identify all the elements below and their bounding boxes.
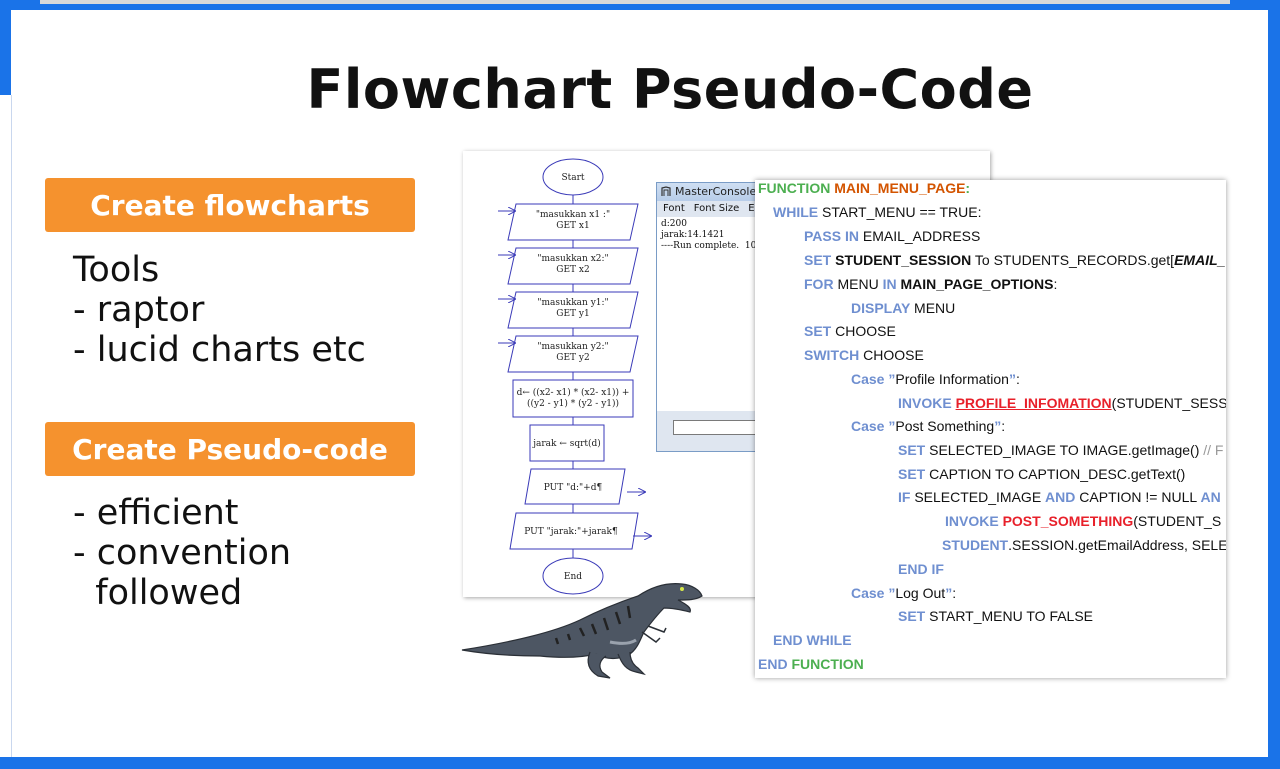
top-strip [40,0,1230,4]
top-accent-bar [0,0,1280,10]
flowchart-label: Start [561,173,584,183]
menu-edit[interactable]: E [748,203,755,214]
code-line: WHILE START_MENU == TRUE: [773,204,982,220]
code-line: END WHILE [773,632,852,648]
dinosaur-icon [461,583,703,679]
code-line: STUDENT.SESSION.getEmailAddress, SELE [942,537,1226,553]
list-item: - lucid charts etc [73,330,366,370]
code-line: INVOKE PROFILE_INFOMATION(STUDENT_SESS [898,395,1226,411]
flowchart-label: "masukkan x2:" [537,254,608,264]
console-menubar: Font Font Size E [657,201,760,217]
console-app-icon [661,186,671,196]
code-line: SET CAPTION TO CAPTION_DESC.getText() [898,466,1186,482]
code-line: INVOKE POST_SOMETHING(STUDENT_S [945,513,1222,529]
flowchart-label: GET y1 [556,309,589,319]
flowchart-label: GET y2 [556,353,589,363]
code-line: DISPLAY MENU [851,300,956,316]
code-line: Case ”Log Out”: [851,585,957,601]
code-line: FUNCTION MAIN_MENU_PAGE: [758,180,971,196]
flowchart-output-node [509,512,639,550]
code-line: Case ”Profile Information”: [851,371,1020,387]
console-line: d:200 [661,219,687,229]
flowchart-process-node [529,424,605,462]
slide-title: Flowchart Pseudo-Code [306,58,1034,121]
pseudocode-listing: FUNCTION MAIN_MENU_PAGE: WHILE START_MEN… [755,180,1226,678]
left-accent-bar [0,0,11,95]
console-titlebar: MasterConsole [657,183,760,201]
flowchart-output-node [524,468,626,505]
flowchart-diagram: Start "masukkan x1 :" GET x1 "masukkan x… [498,158,990,595]
code-line: SET STUDENT_SESSION To STUDENTS_RECORDS.… [804,252,1226,268]
code-line: PASS IN EMAIL_ADDRESS [804,228,981,244]
flowchart-input-node [507,247,639,285]
code-line: END IF [898,561,944,577]
flowchart-label: jarak ← sqrt(d) [532,438,601,449]
flowchart-process-node [512,379,634,418]
code-line: IF SELECTED_IMAGE AND CAPTION != NULL AN [898,489,1221,505]
flowchart-label: ((y2 - y1) * (y2 - y1)) [527,398,619,409]
flowchart-label: End [564,572,582,582]
list-item: followed [73,573,243,613]
flowchart-label: "masukkan y1:" [537,298,608,308]
flowchart-input-node [507,291,639,329]
flowchart-label: PUT "d:"+d¶ [544,483,603,493]
list-item: - convention [73,533,292,573]
code-line: SWITCH CHOOSE [804,347,924,363]
code-line: END FUNCTION [758,656,864,672]
menu-font-size[interactable]: Font Size [693,203,740,214]
console-input[interactable] [673,420,761,435]
flowchart-start-node [542,158,604,196]
flowchart-label: "masukkan x1 :" [536,210,610,220]
code-line: SET CHOOSE [804,323,896,339]
pseudocode-points-list: - efficient- convention followed [73,493,291,613]
list-item: - efficient [73,493,239,533]
list-item: Tools [73,250,160,290]
console-line: jarak:14.1421 [661,230,725,240]
code-line: FOR MENU IN MAIN_PAGE_OPTIONS: [804,276,1058,292]
left-divider [11,95,12,757]
code-line: SET START_MENU TO FALSE [898,608,1094,624]
flowchart-tools-list: Tools- raptor- lucid charts etc [73,250,366,370]
list-item: - raptor [73,290,205,330]
flowchart-label: d← ((x2- x1) * (x2- x1)) + [517,387,630,398]
flowchart-label: PUT "jarak:"+jarak¶ [524,527,618,537]
flowchart-end-node [542,557,604,595]
flowchart-label: "masukkan y2:" [537,342,608,352]
menu-font[interactable]: Font [663,203,685,214]
flowchart-label: GET x2 [556,265,589,275]
flowchart-input-node [507,203,639,241]
console-line: ----Run complete. 10 [661,241,757,251]
console-title: MasterConsole [675,185,757,198]
create-flowcharts-label: Create flowcharts [45,178,415,232]
code-line: SET SELECTED_IMAGE TO IMAGE.getImage() /… [898,442,1224,458]
flowchart-label: GET x1 [556,221,589,231]
flowchart-input-node [507,335,639,373]
bottom-accent-bar [0,757,1280,769]
right-accent-bar [1268,0,1280,769]
create-pseudocode-label: Create Pseudo-code [45,422,415,476]
code-line: Case ”Post Something”: [851,418,1006,434]
